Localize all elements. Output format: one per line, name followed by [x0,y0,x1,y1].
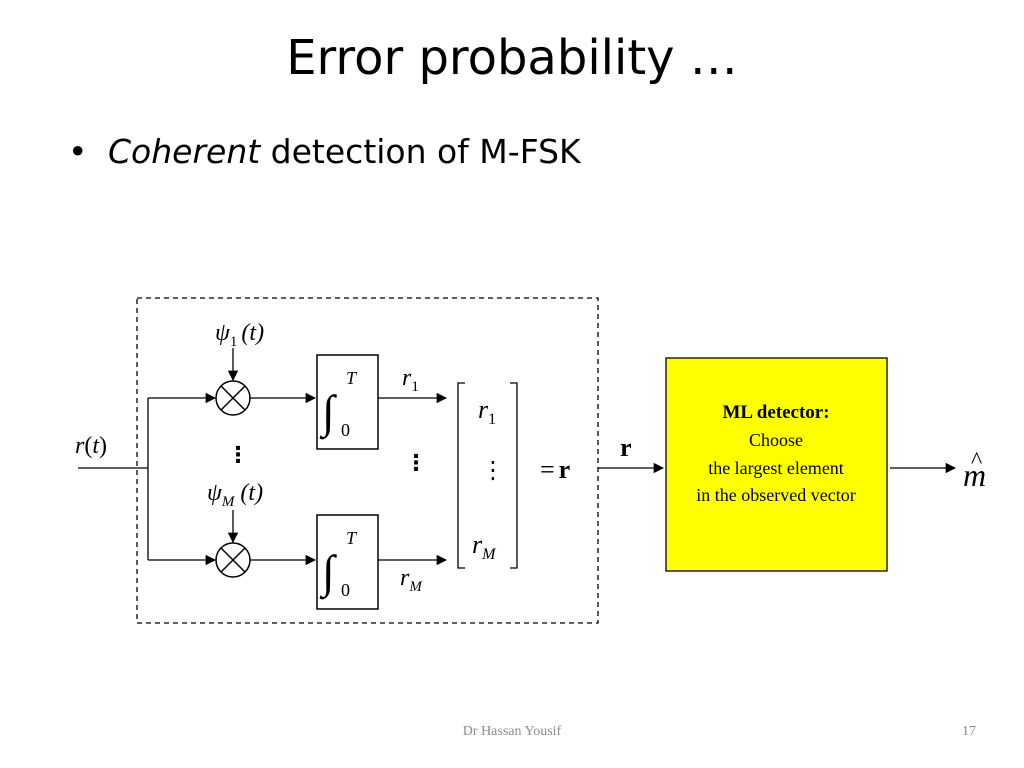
basis-1-label: ψ1(t) [215,320,264,350]
integrator-m-upper: T [346,528,358,548]
correlator-bank-boundary [136,297,599,624]
bullet-dot-icon: • [68,132,88,171]
ml-detector-line-1: Choose [749,430,803,450]
integrator-m-lower: 0 [341,580,350,600]
integrator-1-lower: 0 [341,420,350,440]
footer-page-number: 17 [962,724,976,739]
ml-detector-line-3: in the observed vector [696,485,855,505]
integrator-1 [316,354,379,450]
output-m-label: rM [400,565,423,595]
ml-detector-line-2: the largest element [708,458,844,478]
output-estimate-label: m [963,457,986,493]
bullet-emphasis: Coherent [108,132,261,171]
vector-label: r [620,433,632,462]
integrator-1-symbol: ∫ [319,386,337,440]
integrator-1-upper: T [346,368,358,388]
multiplier-m [215,542,251,578]
vector-vdots: ⋮ [481,456,505,484]
vector-bottom-entry: rM [472,530,497,563]
multiplier-1 [215,380,251,416]
integrator-m-symbol: ∫ [319,546,337,600]
input-label: r(t) [75,433,107,459]
bullet-text: detection of M-FSK [260,132,581,171]
integrator-m [316,514,379,610]
output-estimate-hat: ^ [971,448,982,474]
equals-r-label: =r [540,455,570,484]
branch-vdots-mid: ⋮ [405,451,427,476]
footer-author: Dr Hassan Yousif [462,724,562,739]
bullet-item: • Coherent detection of M-FSK [68,130,581,174]
vector-brackets [457,382,518,569]
output-1-label: r1 [402,365,419,395]
ml-detector-heading: ML detector: [722,402,829,423]
vector-top-entry: r1 [478,395,496,428]
basis-m-label: ψM(t) [207,480,263,510]
ml-detector-box [665,357,888,572]
branch-vdots-left: ⋮ [227,443,249,468]
slide-title: Error probability … [286,30,738,86]
